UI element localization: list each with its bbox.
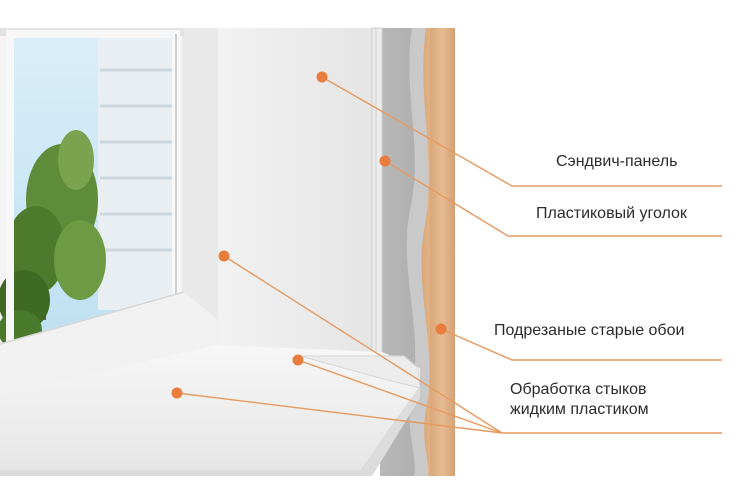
marker-dot-joint-1	[218, 250, 230, 262]
label-cut-wallpaper: Подрезаные старые обои	[494, 322, 685, 339]
leader-joint-3	[176, 392, 503, 434]
marker-dot-cut-wallpaper	[435, 323, 447, 335]
window-frame	[0, 28, 218, 395]
leader-lines	[176, 76, 722, 434]
marker-dot-joint-3	[171, 387, 183, 399]
window-sill-shape	[0, 345, 421, 476]
marker-dot-plastic-corner	[379, 155, 391, 167]
sandwich-panel-shape	[218, 27, 383, 365]
marker-dots	[171, 71, 447, 399]
leader-cut-wallpaper	[440, 328, 722, 361]
label-joint-treatment: Обработка стыков жидким пластиком	[510, 380, 649, 420]
marker-dot-joint-2	[292, 354, 304, 366]
leader-joint-2	[297, 359, 503, 434]
label-sandwich-panel: Сэндвич-панель	[556, 153, 678, 170]
marker-dot-sandwich-panel	[316, 71, 328, 83]
leader-joint-1	[223, 255, 503, 434]
leader-plastic-corner	[384, 160, 722, 237]
label-joint-treatment-line1: Обработка стыков	[510, 381, 647, 398]
label-joint-treatment-line2: жидким пластиком	[510, 401, 649, 418]
label-plastic-corner: Пластиковый уголок	[536, 205, 687, 222]
wall-section	[380, 28, 455, 476]
leader-sandwich-panel	[321, 76, 722, 187]
